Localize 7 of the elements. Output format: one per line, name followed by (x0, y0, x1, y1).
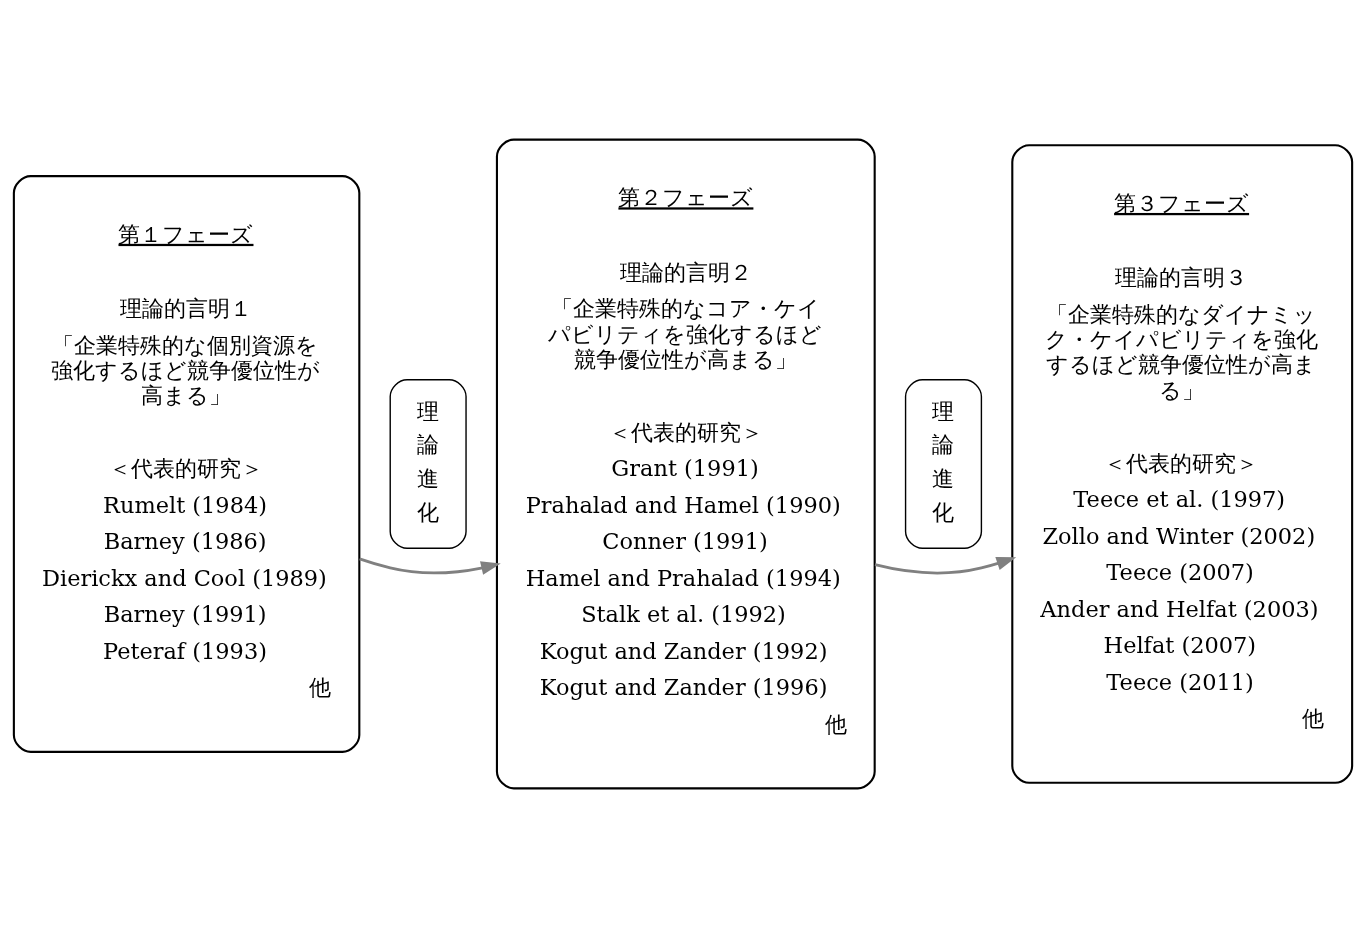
node-box: 第３フェーズ 理論的言明３ 「企業特殊的なダイナミック・ケイパビリティを強化するほど競争優位性が高まる」 ＜代表的研究＞ Teece et al. (1997) Zollo and Winter (2002) Teece (2007) Ander and Helfat (2003) Helfat (2007) Teece (2011) 他 (1011, 143, 1354, 784)
arrow (874, 556, 1017, 574)
node-box: 第１フェーズ 理論的言明１ 「企業特殊的な個別資源を強化するほど競争優位性が高まる」 ＜代表的研究＞ Rumelt (1984) Barney (1986) Dierickx and Cool (1989) Barney (1991) Peteraf (1993) 他 (12, 174, 361, 753)
node-box: 理論進化 (904, 378, 983, 549)
node-box: 理論進化 (389, 378, 467, 549)
node-box: 第２フェーズ 理論的言明２ 「企業特殊的なコア・ケイパビリティを強化するほど競争優位性が高まる」 ＜代表的研究＞ Grant (1991) Prahalad and Hamel (1990) Conner (1991) Hamel and Prahalad (1994) Stalk et al. (1992) Kogut and Zander (1992) Kogut and Zander (1996) 他 (495, 138, 876, 789)
arrow (359, 557, 501, 575)
